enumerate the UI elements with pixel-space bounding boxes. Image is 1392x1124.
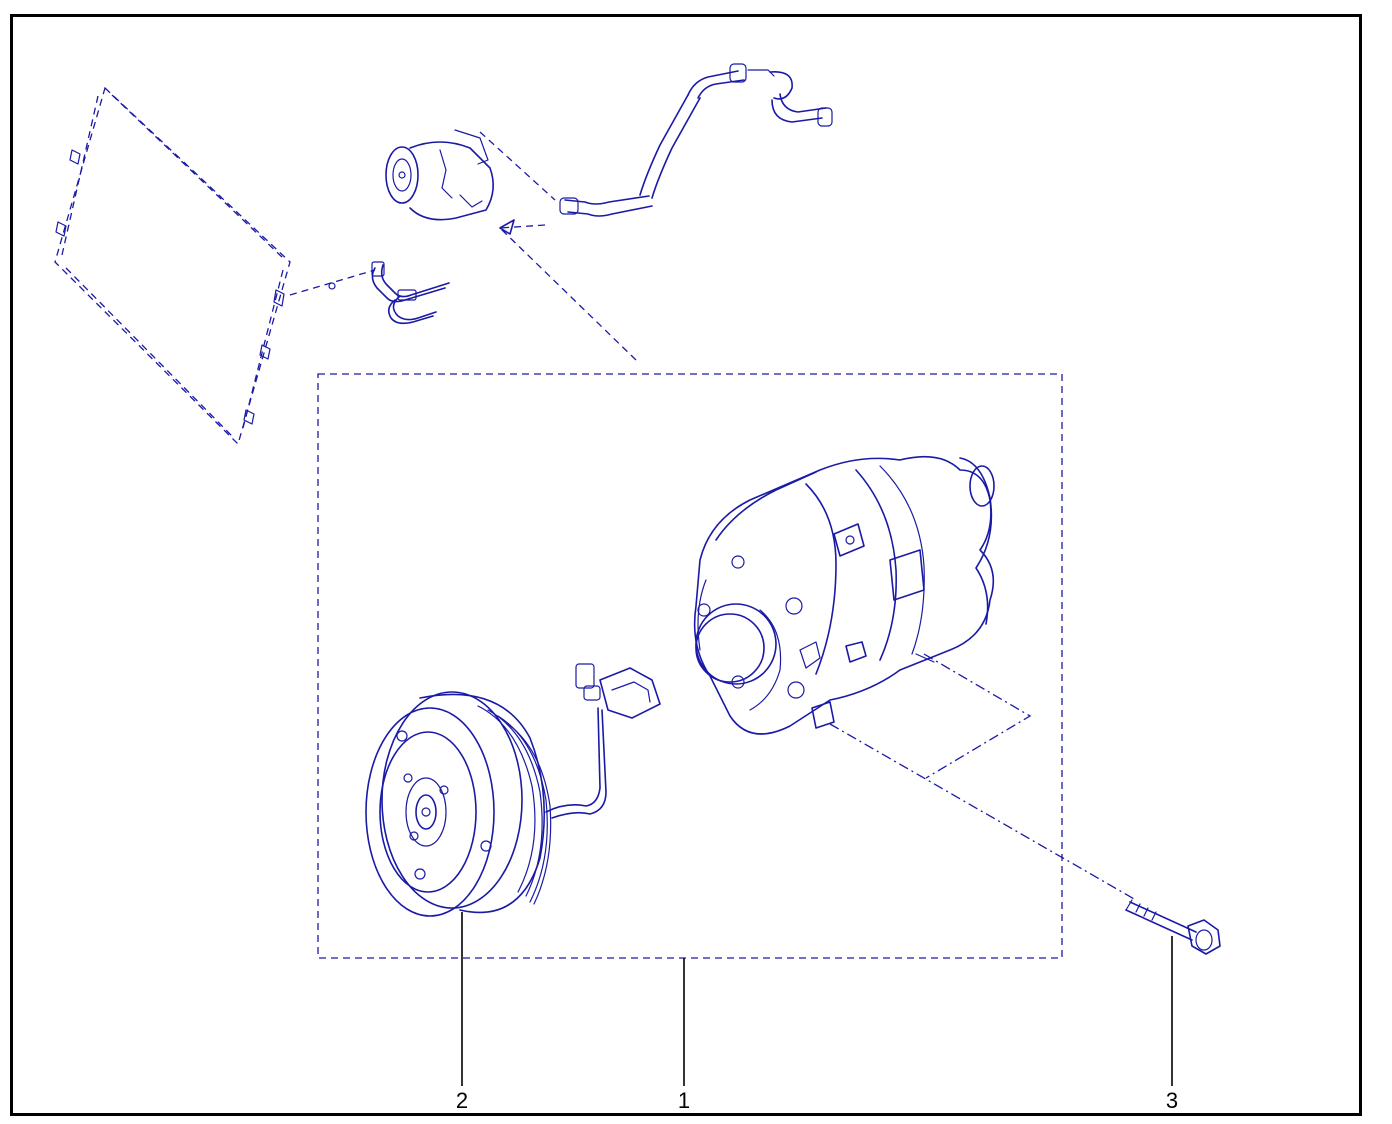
callout-compressor-assembly: 1: [677, 1088, 691, 1113]
reference-dash-line: [499, 227, 637, 361]
clutch-pulley: [365, 663, 661, 917]
mount-reference-lines: [829, 653, 1137, 901]
condenser-outline: [54, 86, 291, 446]
refrigerant-hose: [559, 63, 833, 217]
mounting-bolt: [1125, 899, 1221, 955]
condenser-pipe: [289, 261, 450, 325]
callout-clutch-pulley: 2: [455, 1088, 469, 1113]
diagram-frame: [10, 14, 1362, 1116]
compressor-overview: [385, 129, 556, 235]
callout-mounting-bolt: 3: [1165, 1088, 1179, 1113]
compressor-assembly-box: [317, 373, 1063, 959]
compressor-body: [693, 455, 995, 735]
